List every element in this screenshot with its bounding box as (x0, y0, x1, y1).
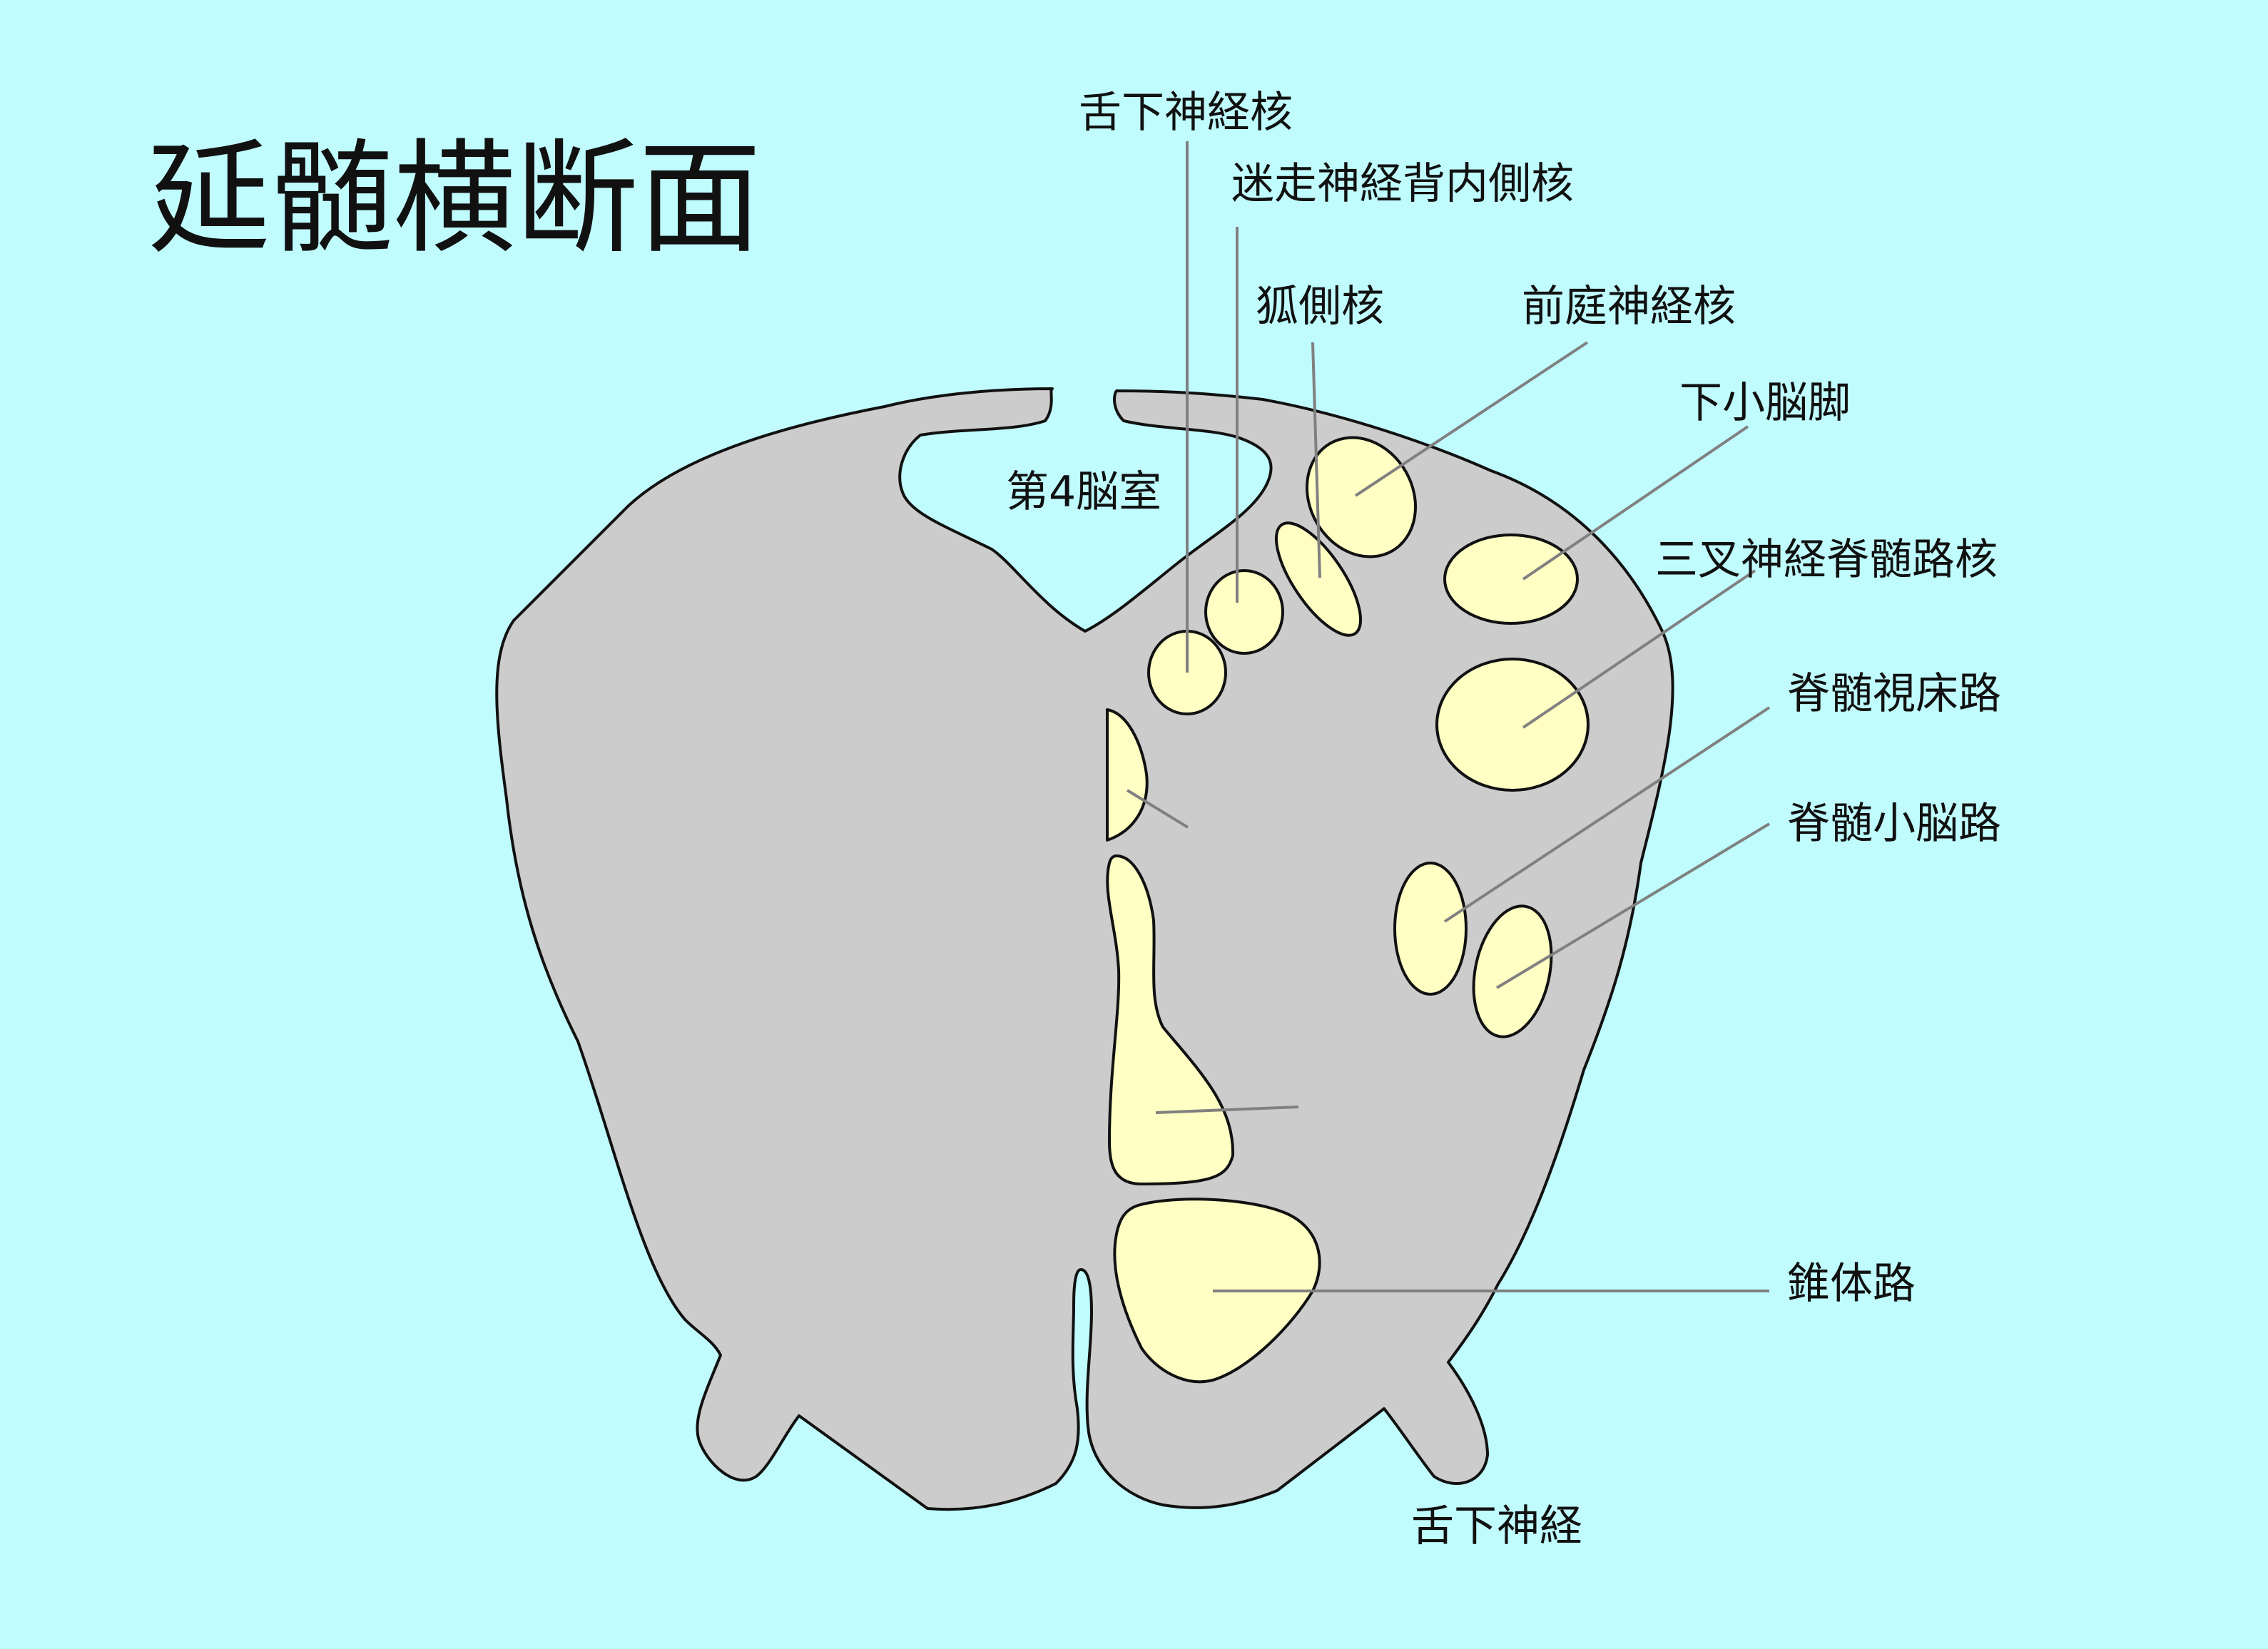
spinocerebellar-tract (1472, 904, 1553, 1038)
spinothalamic-tract (1393, 862, 1468, 996)
leader-spinocerebellar-tract (1495, 822, 1771, 989)
leader-medial-lemniscus-lower (1155, 1106, 1299, 1114)
leader-spinal-trigeminal-nucleus (1522, 569, 1756, 729)
medulla-outline (495, 387, 1674, 1511)
label-inferior-cerebellar-peduncle: 下小脳脚 (1679, 378, 1851, 428)
label-vestibular-nucleus: 前庭神経核 (1522, 282, 1736, 332)
leader-medial-lemniscus-upper (1126, 789, 1189, 829)
medial-lemniscus-lower (1106, 854, 1235, 1185)
diagram-title: 延髄横断面 (148, 127, 761, 270)
spinal-trigeminal-nucleus (1435, 658, 1590, 792)
dorsal-vagal-nucleus (1204, 569, 1284, 655)
label-spinocerebellar-tract: 脊髄小脳路 (1787, 799, 2001, 849)
label-hypoglossal-nerve: 舌下神経 (1411, 1501, 1582, 1551)
nucleus-ambiguus (1274, 521, 1363, 637)
medial-lemniscus-upper (1106, 708, 1149, 842)
label-spinothalamic-tract: 脊髄視床路 (1787, 669, 2001, 719)
inferior-cerebellar-peduncle (1443, 534, 1579, 625)
label-fourth-ventricle: 第4脳室 (1006, 467, 1161, 517)
label-spinal-trigeminal-nucleus: 三叉神経脊髄路核 (1655, 535, 1998, 585)
leader-spinothalamic-tract (1443, 706, 1771, 923)
leader-inferior-cerebellar-peduncle (1522, 425, 1749, 581)
label-dorsal-vagal-nucleus: 迷走神経背内側核 (1231, 159, 1574, 209)
leader-vestibular-nucleus (1354, 341, 1589, 497)
label-pyramidal-tract: 錐体路 (1787, 1259, 1916, 1309)
label-nucleus-ambiguus: 狐側核 (1256, 282, 1384, 332)
label-hypoglossal-nucleus: 舌下神経核 (1079, 88, 1293, 138)
vestibular-nucleus (1305, 436, 1418, 558)
leader-nucleus-ambiguus (1311, 342, 1321, 578)
